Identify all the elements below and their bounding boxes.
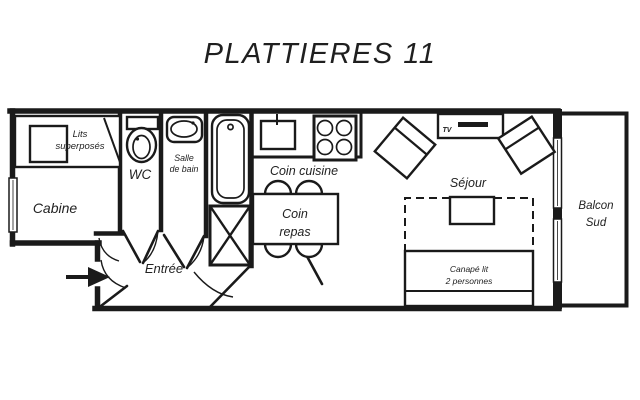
armchair-icon bbox=[496, 114, 557, 176]
stove-burner bbox=[335, 119, 353, 137]
wardrobe-cross2 bbox=[209, 205, 251, 266]
balcony-outline bbox=[554, 111, 629, 308]
living-door-arc bbox=[193, 271, 234, 298]
bathtub-outer bbox=[210, 113, 251, 205]
bath-door-leaf2 bbox=[185, 234, 206, 270]
dining-table-icon bbox=[251, 192, 340, 246]
window-wall bbox=[552, 109, 563, 309]
label-tv: TV bbox=[443, 127, 453, 134]
entrance-door-arc bbox=[100, 259, 127, 289]
stove-icon bbox=[312, 114, 358, 162]
stove-burner bbox=[316, 138, 334, 156]
window-pier-bottom bbox=[553, 281, 562, 309]
label-bathroom-line2: de bain bbox=[170, 164, 199, 174]
window-pier-top bbox=[553, 109, 562, 139]
dining-chair-icon bbox=[263, 242, 293, 259]
tv-screen bbox=[458, 122, 488, 127]
bunk-bed-icon bbox=[13, 114, 122, 169]
dining-set bbox=[251, 179, 340, 259]
label-sofa-line2: 2 personnes bbox=[445, 276, 494, 286]
bunk-bed-pillow bbox=[28, 124, 69, 164]
armchair-icon bbox=[373, 115, 437, 181]
tv-icon bbox=[436, 112, 505, 140]
kitchen-sink-icon bbox=[259, 114, 297, 151]
bunk-bed-ladder bbox=[103, 117, 122, 166]
toilet-detail bbox=[135, 137, 140, 141]
stove-burner bbox=[335, 138, 353, 156]
armchair-seat bbox=[496, 114, 557, 176]
label-entrance: Entrée bbox=[145, 261, 183, 276]
dining-chair-icon bbox=[294, 179, 324, 196]
toilet-bowl bbox=[125, 126, 158, 164]
bathtub-inner bbox=[216, 119, 245, 199]
armchair-seat bbox=[373, 115, 437, 181]
sink-basin bbox=[259, 119, 297, 151]
label-wc: WC bbox=[129, 167, 152, 182]
stove-burner bbox=[316, 119, 334, 137]
living-door-leaf bbox=[208, 264, 252, 309]
cabin-window bbox=[8, 177, 18, 233]
dining-chair-icon bbox=[263, 179, 293, 196]
sofa-bed-icon bbox=[403, 249, 535, 308]
coffee-table-icon bbox=[448, 195, 496, 226]
label-kitchen: Coin cuisine bbox=[270, 164, 338, 178]
sofa-bed-body bbox=[403, 249, 535, 308]
label-balcony-line1: Balcon bbox=[578, 200, 613, 212]
label-bathroom-line1: Salle bbox=[174, 153, 194, 163]
label-bunks-line2: superposés bbox=[55, 141, 104, 152]
wardrobe-icon bbox=[208, 204, 252, 267]
washbasin-bowl bbox=[170, 120, 198, 138]
arrow-head bbox=[88, 267, 110, 287]
bathtub-drain bbox=[227, 123, 234, 131]
washbasin-tap bbox=[191, 121, 195, 125]
wc-door-leaf bbox=[121, 229, 142, 264]
cabin-door-arc bbox=[98, 237, 120, 262]
toilet-icon bbox=[125, 115, 160, 164]
plan-title: PLATTIERES 11 bbox=[203, 38, 437, 70]
label-sofa-line1: Canapé lit bbox=[450, 264, 489, 274]
label-balcony-line2: Sud bbox=[586, 217, 607, 229]
wc-door-leaf2 bbox=[141, 229, 160, 265]
toilet-bowl-inner bbox=[132, 134, 151, 160]
label-dining-line2: repas bbox=[279, 225, 310, 239]
window-pier-middle bbox=[553, 207, 562, 220]
bath-door-leaf bbox=[162, 233, 186, 269]
entrance-door-leaf bbox=[95, 284, 129, 311]
label-bunks-line1: Lits bbox=[73, 129, 88, 140]
armchair-backrest bbox=[393, 126, 428, 156]
label-living: Séjour bbox=[450, 176, 487, 190]
entrance-arrow-icon bbox=[66, 267, 110, 287]
bathtub-icon bbox=[210, 113, 251, 205]
dining-chair-icon bbox=[294, 242, 324, 259]
armchair-backrest bbox=[504, 126, 540, 151]
label-cabin: Cabine bbox=[33, 200, 78, 216]
washbasin-icon bbox=[165, 115, 204, 144]
label-dining-line1: Coin bbox=[282, 207, 308, 221]
balcony-walls bbox=[554, 111, 629, 308]
